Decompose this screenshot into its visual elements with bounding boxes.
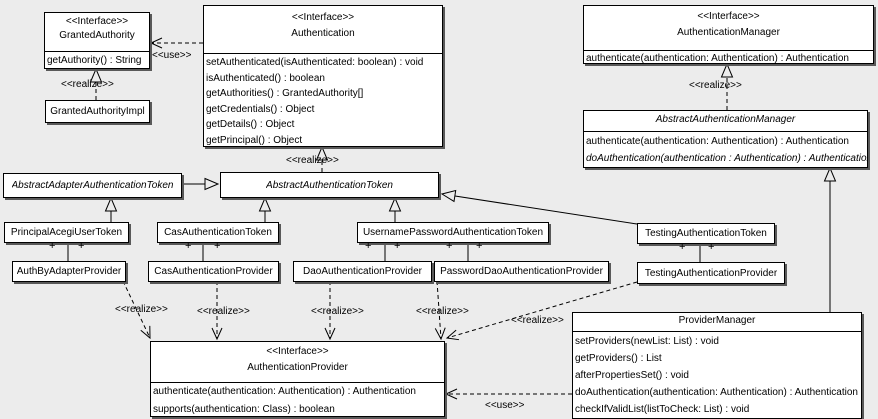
method: supports(authentication: Class) : boolea…: [153, 404, 335, 415]
association-plus: +: [78, 240, 85, 252]
association-plus: +: [679, 241, 686, 253]
class-name: UsernamePasswordAuthenticationToken: [362, 227, 544, 238]
class-name: AbstractAuthenticationManager: [655, 114, 796, 125]
method: getAuthority() : String: [47, 55, 142, 66]
class-name: GrantedAuthority: [59, 30, 135, 41]
class-auth-by-adapter-provider[interactable]: AuthByAdapterProvider: [12, 261, 126, 282]
method: getPrincipal() : Object: [206, 134, 303, 146]
stereotype: <<Interface>>: [65, 16, 129, 27]
realize-label: <<realize>>: [286, 155, 339, 166]
class-granted-authority[interactable]: <<Interface>> GrantedAuthority getAuthor…: [44, 12, 150, 69]
class-name: AbstractAuthenticationToken: [266, 179, 393, 191]
class-password-dao-authentication-provider[interactable]: PasswordDaoAuthenticationProvider: [434, 261, 609, 282]
class-name: ProviderManager: [678, 315, 756, 326]
method: getDetails() : Object: [206, 119, 295, 130]
class-testing-authentication-provider[interactable]: TestingAuthenticationProvider: [637, 262, 785, 284]
method: isAuthenticated() : boolean: [206, 72, 325, 84]
class-provider-manager[interactable]: ProviderManager setProviders(newList: Li…: [572, 312, 862, 419]
class-testing-authentication-token[interactable]: TestingAuthenticationToken: [637, 223, 775, 244]
generalization-testing-token: [440, 189, 638, 225]
use-label: <<use>>: [152, 50, 192, 61]
realize-label: <<realize>>: [115, 304, 168, 315]
method-abstract: doAuthentication(authentication : Authen…: [586, 153, 867, 164]
method: setAuthenticated(isAuthenticated: boolea…: [206, 57, 424, 68]
stereotype: <<Interface>>: [291, 12, 355, 23]
method: authenticate(authentication: Authenticat…: [153, 386, 416, 397]
class-name: CasAuthenticationProvider: [154, 266, 273, 277]
method: authenticate(authentication: Authenticat…: [586, 53, 849, 64]
association-plus: +: [214, 240, 221, 252]
class-dao-authentication-provider[interactable]: DaoAuthenticationProvider: [293, 261, 432, 282]
realize-label: <<realize>>: [689, 80, 742, 91]
association-plus: +: [185, 240, 192, 252]
realize-label: <<realize>>: [197, 306, 250, 317]
realize-auth-by-adapter-provider: [122, 280, 151, 340]
class-authentication[interactable]: <<Interface>> Authentication setAuthenti…: [203, 5, 443, 147]
method: afterPropertiesSet() : void: [575, 370, 689, 381]
class-granted-authority-impl[interactable]: GrantedAuthorityImpl: [45, 100, 150, 123]
class-name: CasAuthenticationToken: [164, 227, 272, 238]
realize-label: <<realize>>: [416, 306, 469, 317]
class-abstract-authentication-token[interactable]: AbstractAuthenticationToken: [220, 172, 439, 198]
stereotype: <<Interface>>: [266, 346, 329, 357]
class-name: PasswordDaoAuthenticationProvider: [440, 266, 603, 277]
class-username-password-authentication-token[interactable]: UsernamePasswordAuthenticationToken: [357, 222, 549, 243]
class-name: DaoAuthenticationProvider: [303, 266, 422, 277]
method: authenticate(authentication: Authenticat…: [586, 136, 849, 147]
class-name: TestingAuthenticationToken: [645, 228, 767, 239]
association-plus: +: [708, 241, 715, 253]
class-cas-authentication-provider[interactable]: CasAuthenticationProvider: [148, 261, 279, 282]
use-label: <<use>>: [485, 400, 525, 411]
class-name: AuthByAdapterProvider: [16, 266, 122, 277]
class-name: TestingAuthenticationProvider: [644, 267, 778, 279]
class-abstract-adapter-authentication-token[interactable]: AbstractAdapterAuthenticationToken: [3, 173, 182, 198]
association-plus: +: [365, 240, 372, 252]
class-name: AbstractAdapterAuthenticationToken: [11, 180, 174, 191]
class-name: Authentication: [291, 28, 355, 39]
method: getCredentials() : Object: [206, 103, 315, 115]
realize-label: <<realize>>: [511, 315, 564, 326]
method: setProviders(newList: List) : void: [575, 336, 719, 347]
realize-password-dao-authentication-provider: [434, 280, 446, 341]
class-name: AuthenticationProvider: [247, 362, 348, 373]
class-authentication-provider[interactable]: <<Interface>> AuthenticationProvider aut…: [150, 341, 445, 417]
method: getProviders() : List: [575, 353, 662, 364]
association-plus: +: [394, 240, 401, 252]
class-authentication-manager[interactable]: <<Interface>> AuthenticationManager auth…: [583, 5, 874, 64]
stereotype: <<Interface>>: [697, 11, 760, 22]
method: getAuthorities() : GrantedAuthority[]: [206, 88, 364, 99]
method: doAuthentication(authentication: Authent…: [575, 387, 858, 398]
realize-label: <<realize>>: [61, 79, 114, 90]
association-plus: +: [49, 240, 56, 252]
realize-testing-authentication-provider: [445, 281, 638, 341]
class-principal-acegi-user-token[interactable]: PrincipalAcegiUserToken: [4, 222, 129, 243]
realize-label: <<realize>>: [311, 306, 364, 317]
method: checkIfValidList(listToCheck: List) : vo…: [575, 404, 750, 415]
class-cas-authentication-token[interactable]: CasAuthenticationToken: [157, 222, 279, 243]
class-name: PrincipalAcegiUserToken: [10, 227, 123, 238]
association-plus: +: [476, 240, 483, 252]
class-name: AuthenticationManager: [677, 27, 780, 38]
class-name: GrantedAuthorityImpl: [50, 106, 145, 117]
association-plus: +: [446, 240, 453, 252]
class-abstract-authentication-manager[interactable]: AbstractAuthenticationManager authentica…: [583, 110, 868, 168]
